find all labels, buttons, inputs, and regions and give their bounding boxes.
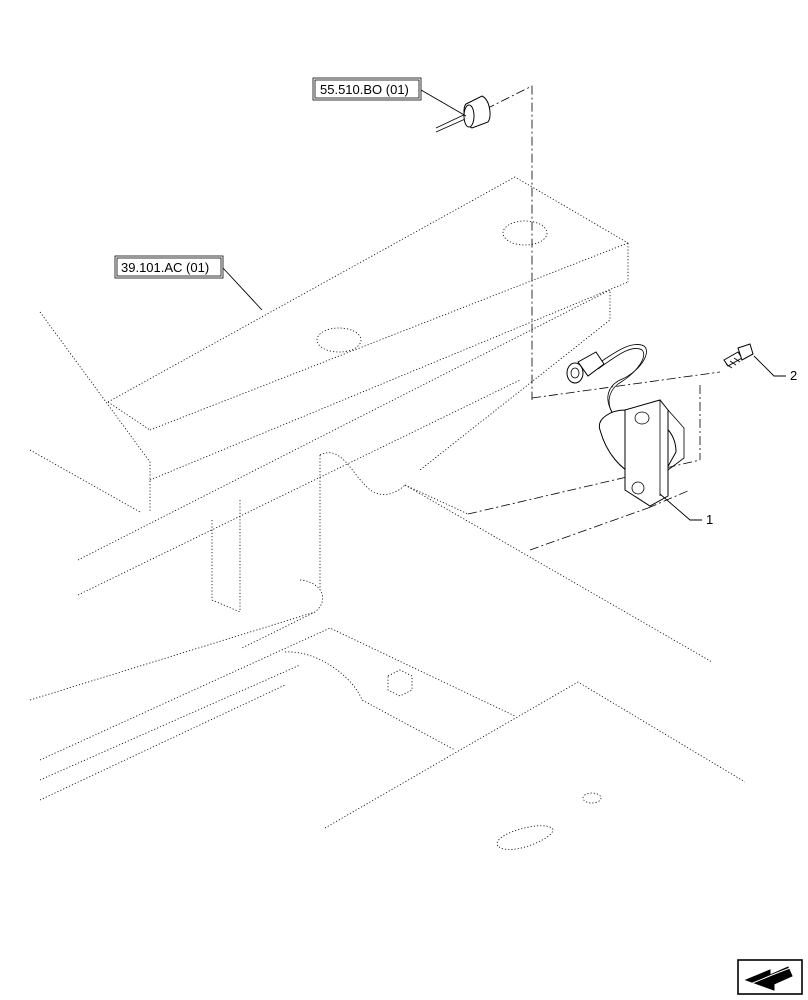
callout-1-number: 1 — [706, 512, 713, 527]
frame-structure — [29, 176, 746, 850]
reference-39-101-ac[interactable]: 39.101.AC (01) — [114, 255, 263, 311]
callout-1: 1 — [659, 493, 713, 527]
callout-2-number: 2 — [790, 368, 797, 383]
reference-39-label: 39.101.AC (01) — [121, 260, 209, 275]
reference-55-label: 55.510.BO (01) — [320, 82, 409, 97]
reference-55-510-bo[interactable]: 55.510.BO (01) — [312, 77, 467, 117]
next-page-arrow-icon[interactable] — [737, 959, 803, 995]
sensor-part — [566, 344, 685, 507]
bolt-part — [723, 343, 754, 369]
callout-2: 2 — [753, 355, 797, 383]
assembly-centerlines — [467, 85, 721, 551]
